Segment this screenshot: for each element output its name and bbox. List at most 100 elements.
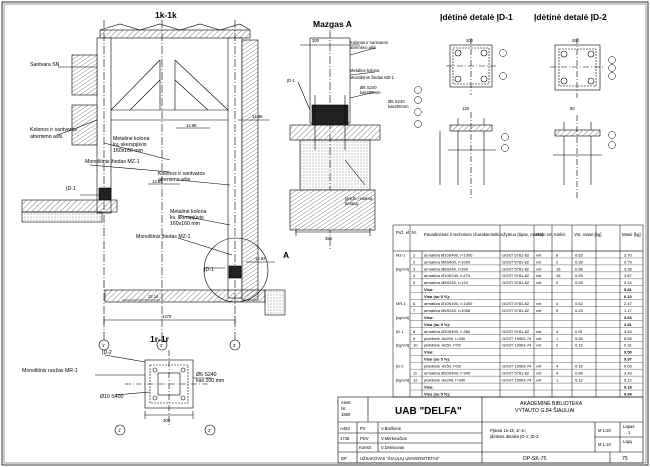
tb-aiest-2: Nr. [341,406,346,411]
table-cell: GOST 5781-82 [502,329,530,334]
table-cell: armatūra Ø8S240, l=124 [424,280,469,285]
table-cell: 3 [413,266,416,271]
table-cell: GOST 19903-74 [502,336,532,341]
table-cell: 9 [413,336,416,341]
callout-kolona-b1: Metalinė kolona [170,209,206,215]
section-1r-mr1: Monolitinis ruožas MR-1 [22,368,78,374]
callout-monolitinis: Monolitinis žiedas MZ-1 [85,159,140,165]
table-cell: armatūra Ø10S400, l=1000 [424,252,473,257]
table-cell: Viso (su 5 %): [424,322,450,327]
table-cell: GOST 5781-82 [502,259,530,264]
table-cell: 3.70 [624,252,633,257]
table-cell: 0.39 [575,259,584,264]
table-cell: Viso (su 5 %): [424,294,450,299]
table-cell: 1 [556,377,559,382]
tb-scale-1: M 1:20 [598,428,611,433]
table-cell: vnt [536,364,542,369]
table-cell: 5.55 [575,336,584,341]
callout-kolonos-b2: atremimo ašis [158,177,191,183]
node-a-dim-300: 300 [312,38,320,43]
table-cell: vnt [536,252,542,257]
table-cell: GOST 5781-82 [502,280,530,285]
tb-row3-c: V.Denisovas [381,445,404,450]
table-cell: 3.63 [624,329,633,334]
detail-jd1-bubbles [499,49,509,152]
node-a-drawing [289,30,381,250]
level-1262: 12.62 [255,256,266,261]
table-cell: 0.16 [575,364,584,369]
table-cell: 4 [556,371,559,376]
table-cell: 0.16 [575,343,584,348]
tb-lapas-n: 1 [628,430,631,435]
section-1r-dim-300: 300 [163,418,171,423]
section-1r-axis-bubbles [114,424,216,436]
node-a-s240b: Ø6 S240 [388,99,405,104]
tb-university: UŽSAKOVAS "ŠIAULIŲ UNIVERSITETAS" [360,456,440,461]
callout-jd1: ĮD-1 [66,186,76,192]
tb-scale-2: M 1:10 [598,442,611,447]
table-cell: vnt [536,343,542,348]
table-cell: MZ-1 [396,252,406,257]
table-cell: 6.10 [624,294,633,299]
tb-row3-b: Konstr. [359,445,372,450]
table-cell: 11 [413,371,418,376]
table-cell: [kg/vnt] [396,377,409,382]
table-cell: 9.97 [624,357,633,362]
table-cell: 0.86 [575,371,584,376]
section-1r-s240: Ø6 S240 [196,372,217,378]
callout-santvara: Santvara SN [30,62,60,68]
table-cell: 4 [413,273,416,278]
table-cell: plokštelė -8x240, l=340 [424,377,466,382]
section-1r-s400: Ø10 S400 [100,394,123,400]
section-1r-title: 1r-1r [150,334,170,344]
table-header-5: Vnt. masė [kg] [574,232,601,237]
level-1486: 14.86 [252,114,263,119]
table-cell: 9.64 [624,391,633,396]
tb-row1-a: A463 [340,426,350,431]
table-cell: [kg/vnt] [396,315,409,320]
tb-row2-c: V.Merkevičius [381,436,407,441]
table-header-2: Žymuo (tipas, markė) [503,232,544,237]
callout-kolonos-2: atremimo ašis [30,134,63,140]
section-1k-title: 1k-1k [155,10,177,20]
node-a-jd1: ĮD-1 [287,78,296,83]
tb-sheet-1: Pjūviai 1k-1k; 1r-1r; [490,428,526,433]
table-cell: plokštelė -8x200, l=340 [424,336,466,341]
table-header-1: Pavadinimas ir techninės charakteristiko… [424,232,503,237]
node-a-kas200b: kas200mm [388,104,409,109]
section-1k-drawing [21,20,286,340]
axis-markers [98,339,241,351]
level-1353: 13.53 [152,179,163,184]
callout-monolitinis-b: Monolitinis žiedas MZ-1 [136,234,191,240]
table-cell: 0.79 [624,259,633,264]
jd2-dim-80: 80 [570,106,575,111]
tb-company: UAB "DELFA" [395,406,462,417]
table-cell: GOST 19903-74 [502,364,532,369]
callout-kolona-1: Metalinė kolona [113,136,149,142]
table-cell: 4 [556,364,559,369]
tb-aiest-1: Aiest. [341,400,351,405]
table-cell: 16 [556,273,561,278]
node-a-s240: Ø6 S240 [360,85,377,90]
table-cell: 2 [556,259,559,264]
detail-a-marker: A [283,250,289,260]
table-cell: 16 [556,266,561,271]
node-a-monolitinis: Monolitinis žiedas MZ-1 [350,75,395,80]
detail-jd2-drawing [550,38,604,200]
level-1214: 12.14 [148,294,159,299]
table-cell: 3.43 [624,371,633,376]
table-cell: vnt [536,266,542,271]
detail-jd1-title: Įdėtinė detalė ĮD-1 [440,12,513,22]
callout-kolona-b3: 160x160 mm [170,221,200,227]
table-cell: vnt [536,301,542,306]
axis-1: 1' [102,343,105,348]
table-cell: 5.12 [575,377,584,382]
table-cell: 3.81 [624,322,633,327]
table-cell: 0.23 [575,308,584,313]
jd2-dim-260: 260 [572,38,580,43]
table-cell: Viso: [424,287,434,292]
node-a-kolonos-2: atremimo ašis [350,45,376,50]
detail-jd2-title: Įdėtinė detalė ĮD-2 [534,12,607,22]
table-cell: 3.38 [624,266,633,271]
